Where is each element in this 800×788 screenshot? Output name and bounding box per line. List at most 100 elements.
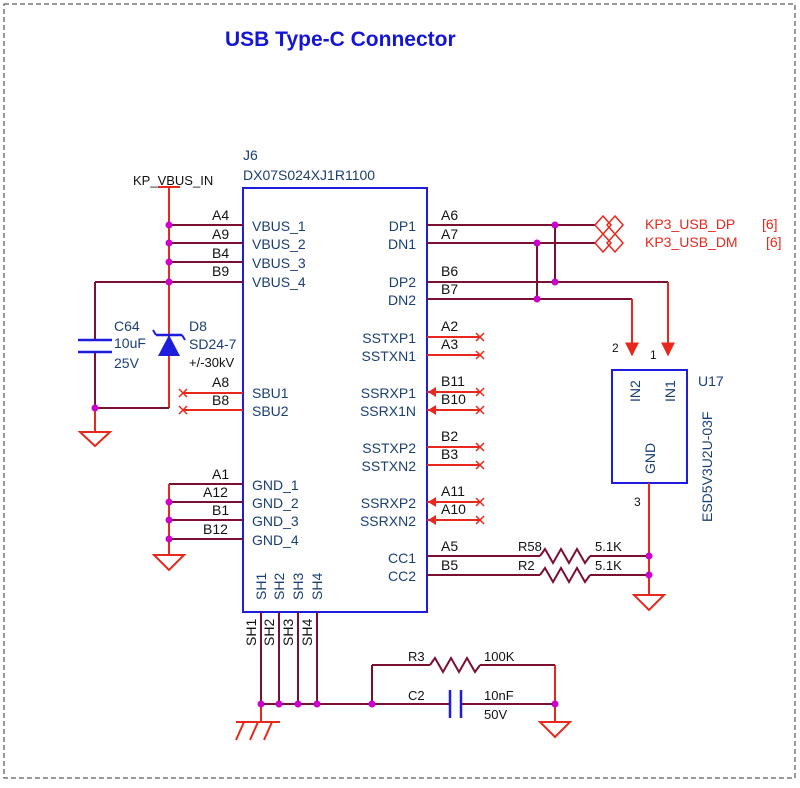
u17-pin-gnd: GND <box>642 443 658 474</box>
pin-name-gnd2: GND_2 <box>252 495 299 511</box>
net-ref-dm: [6] <box>766 234 782 250</box>
pin-num-b6: B6 <box>441 263 458 279</box>
pin-num-a6: A6 <box>441 207 458 223</box>
pin-name-sbu1: SBU1 <box>252 385 289 401</box>
r3-value: 100K <box>484 649 515 664</box>
connector-ref: J6 <box>243 147 258 163</box>
pin-num-a10: A10 <box>441 501 466 517</box>
u17-part: ESD5V3U2U-03F <box>699 412 715 523</box>
pin-num-a12: A12 <box>203 484 228 500</box>
u17-pin3-num: 3 <box>634 495 641 509</box>
pin-num-b3: B3 <box>441 446 458 462</box>
right-pin-wires <box>427 224 675 357</box>
pin-name-dp2: DP2 <box>389 274 416 290</box>
pin-num-sh3: SH3 <box>280 619 296 646</box>
pin-name-vbus2: VBUS_2 <box>252 236 306 252</box>
u17-pin-in2: IN2 <box>627 380 643 402</box>
r3-ref: R3 <box>408 649 425 664</box>
c64-ref: C64 <box>114 318 140 334</box>
pin-name-sh4: SH4 <box>309 573 325 600</box>
pin-name-sh1: SH1 <box>253 573 269 600</box>
pin-name-cc1: CC1 <box>388 550 416 566</box>
d8-ref: D8 <box>189 318 207 334</box>
c64-d8-network <box>77 281 186 448</box>
r2-value: 5.1K <box>595 558 622 573</box>
c2-voltage: 50V <box>484 707 507 722</box>
pin-num-b8: B8 <box>212 392 229 408</box>
pin-num-sh4: SH4 <box>299 619 315 646</box>
c64-value: 10uF <box>114 335 146 351</box>
sheet-border <box>3 3 796 779</box>
pin-num-a9: A9 <box>212 226 229 242</box>
net-label-dp: KP3_USB_DP <box>645 216 735 232</box>
pin-num-sh2: SH2 <box>261 619 277 646</box>
pin-name-ssrx1n: SSRX1N <box>360 403 416 419</box>
u17-ref: U17 <box>698 373 724 389</box>
left-pin-wires <box>168 224 243 555</box>
pin-num-a7: A7 <box>441 226 458 242</box>
pin-name-vbus4: VBUS_4 <box>252 274 306 290</box>
pin-num-b7: B7 <box>441 281 458 297</box>
c2-ref: C2 <box>408 688 425 703</box>
pin-name-gnd4: GND_4 <box>252 532 299 548</box>
c64-voltage: 25V <box>114 355 140 371</box>
r58-value: 5.1K <box>595 539 622 554</box>
pin-num-b9: B9 <box>212 263 229 279</box>
pin-name-sstxp2: SSTXP2 <box>362 440 416 456</box>
pin-name-cc2: CC2 <box>388 568 416 584</box>
pin-num-a1: A1 <box>212 466 229 482</box>
sheet-title: USB Type-C Connector <box>225 28 456 51</box>
r58-ref: R58 <box>518 539 542 554</box>
u17-body <box>611 369 688 484</box>
net-ref-dp: [6] <box>762 216 778 232</box>
pin-num-b10: B10 <box>441 391 466 407</box>
pin-num-sh1: SH1 <box>243 619 259 646</box>
pin-name-dn1: DN1 <box>388 236 416 252</box>
pin-num-a11: A11 <box>441 483 465 499</box>
pin-name-gnd1: GND_1 <box>252 477 299 493</box>
sbu-noconnect-marks <box>178 388 188 415</box>
pin-name-ssrxp2: SSRXP2 <box>361 495 416 511</box>
d8-part: SD24-7 <box>189 336 237 352</box>
u17-pin1-num: 1 <box>650 348 657 362</box>
pin-num-b11: B11 <box>441 373 465 389</box>
pin-num-a3: A3 <box>441 336 458 352</box>
u17-pin-in1: IN1 <box>662 380 678 402</box>
pin-num-a4: A4 <box>212 207 229 223</box>
pin-num-b12: B12 <box>203 521 228 537</box>
pin-num-b4: B4 <box>212 245 229 261</box>
ss-noconnect-marks <box>475 332 485 525</box>
pin-num-b2: B2 <box>441 428 458 444</box>
r2-ref: R2 <box>518 558 535 573</box>
connector-body <box>242 187 428 613</box>
junction-dots <box>91 221 653 708</box>
pin-name-sstxn2: SSTXN2 <box>362 458 417 474</box>
connector-part: DX07S024XJ1R1100 <box>243 167 375 183</box>
gnd-symbol-left <box>151 554 187 572</box>
pin-name-sh3: SH3 <box>290 573 306 600</box>
pin-name-vbus1: VBUS_1 <box>252 218 306 234</box>
c2-value: 10nF <box>484 688 514 703</box>
pin-name-dn2: DN2 <box>388 292 416 308</box>
offpage-connector-symbols <box>593 214 625 254</box>
pin-num-a2: A2 <box>441 318 458 334</box>
net-label-dm: KP3_USB_DM <box>645 234 738 250</box>
pin-name-sstxn1: SSTXN1 <box>362 348 417 364</box>
shield-pin-wires <box>235 612 573 741</box>
vbus-net-label: KP_VBUS_IN <box>133 173 213 188</box>
pin-name-vbus3: VBUS_3 <box>252 255 306 271</box>
pin-num-b5: B5 <box>441 557 458 573</box>
pin-name-gnd3: GND_3 <box>252 513 299 529</box>
pin-name-sbu2: SBU2 <box>252 403 289 419</box>
u17-pin2-num: 2 <box>612 341 619 355</box>
pin-num-a5: A5 <box>441 538 458 554</box>
pin-name-sstxp1: SSTXP1 <box>362 330 416 346</box>
pin-name-sh2: SH2 <box>271 573 287 600</box>
pin-num-a8: A8 <box>212 374 229 390</box>
pin-name-ssrxn2: SSRXN2 <box>360 513 416 529</box>
pin-name-dp1: DP1 <box>389 218 416 234</box>
input-pin-arrows <box>428 387 436 525</box>
pin-name-ssrxp1: SSRXP1 <box>361 385 416 401</box>
